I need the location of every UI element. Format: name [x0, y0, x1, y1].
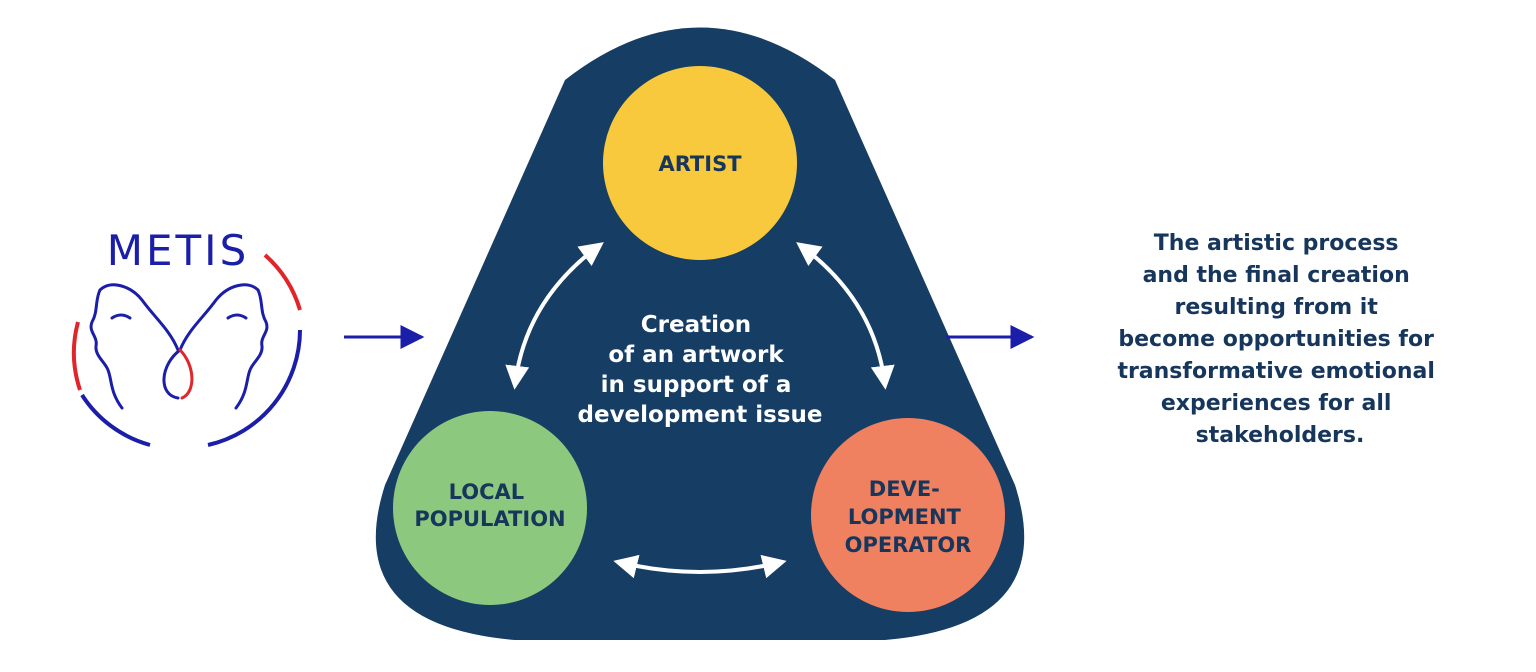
local-population-label-line: LOCAL: [449, 480, 525, 504]
twin-profile-icon: [89, 283, 269, 410]
center-caption-line: in support of a: [601, 372, 792, 398]
center-caption-line: development issue: [578, 402, 823, 428]
local-population-label: LOCAL POPULATION: [414, 480, 565, 531]
artist-label: ARTIST: [658, 152, 742, 176]
logo-blue-arc-left: [80, 393, 151, 447]
center-caption: Creation of an artwork in support of a d…: [578, 312, 823, 428]
artist-label-line: ARTIST: [658, 152, 742, 176]
development-operator-label-line: LOPMENT: [848, 505, 962, 529]
outcome-line: resulting from it: [1174, 295, 1378, 320]
outcome-line: become opportunities for: [1118, 327, 1434, 352]
artist-circle: [603, 66, 797, 260]
outcome-text: The artistic process and the final creat…: [1117, 231, 1442, 448]
logo-wordmark: METIS: [107, 226, 249, 275]
outcome-line: stakeholders.: [1196, 423, 1365, 448]
local-operator-arrow: [613, 554, 787, 579]
metis-logo: METIS: [71, 226, 302, 447]
local-population-label-line: POPULATION: [414, 507, 565, 531]
local-population-circle: [393, 411, 587, 605]
development-operator-label: DEVE- LOPMENT OPERATOR: [845, 477, 972, 557]
logo-blue-arc-right: [207, 329, 302, 447]
logo-red-arc-left: [71, 321, 82, 391]
center-caption-line: Creation: [641, 312, 751, 338]
outcome-line: experiences for all: [1161, 391, 1392, 416]
development-operator-label-line: DEVE-: [869, 477, 940, 501]
outcome-line: and the final creation: [1143, 263, 1410, 288]
center-caption-line: of an artwork: [608, 342, 784, 368]
outcome-line: The artistic process: [1154, 231, 1399, 256]
logo-red-arc-right: [263, 253, 302, 311]
outcome-line: transformative emotional: [1117, 359, 1434, 384]
development-operator-label-line: OPERATOR: [845, 533, 972, 557]
development-operator-circle: [811, 418, 1005, 612]
artist-operator-arrow: [796, 242, 895, 390]
artist-local-arrow: [505, 242, 604, 390]
